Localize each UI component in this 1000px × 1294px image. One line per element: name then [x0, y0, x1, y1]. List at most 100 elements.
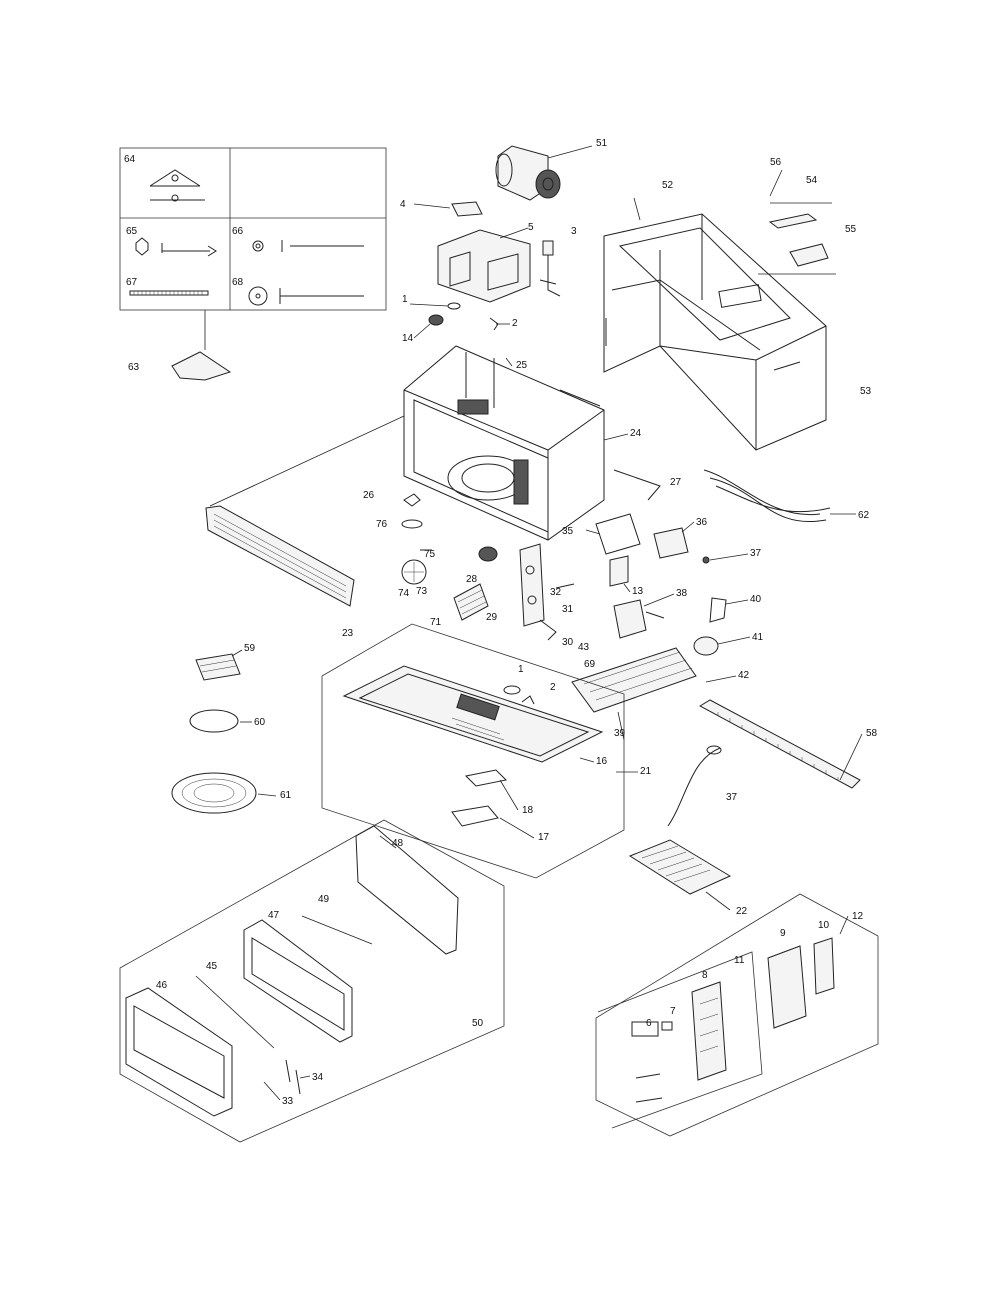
front-grille — [205, 415, 405, 607]
part-22 — [628, 839, 732, 895]
callout-73: 73 — [416, 586, 428, 597]
part-1 — [447, 302, 461, 310]
part-14 — [428, 314, 444, 326]
leader-lines — [231, 303, 863, 1101]
callout-11: 11 — [734, 955, 745, 966]
bracket-assembly — [437, 227, 531, 303]
callout-58: 58 — [866, 728, 878, 739]
callout-53: 53 — [860, 386, 872, 397]
callout-1b: 1 — [518, 664, 524, 675]
callout-7: 7 — [670, 1006, 676, 1017]
callout-9: 9 — [780, 928, 786, 939]
callout-29: 29 — [486, 612, 498, 623]
callout-18: 18 — [522, 805, 534, 816]
callout-37b: 37 — [726, 792, 738, 803]
callout-63: 63 — [128, 362, 140, 373]
part-35 — [595, 513, 641, 555]
callout-23: 23 — [342, 628, 354, 639]
part-74 — [401, 559, 427, 585]
callout-74: 74 — [398, 588, 410, 599]
callout-27: 27 — [670, 477, 682, 488]
callout-2: 2 — [512, 318, 518, 329]
callout-26: 26 — [363, 490, 375, 501]
callout-2b: 2 — [550, 682, 556, 693]
callout-71: 71 — [430, 617, 442, 628]
callout-64: 64 — [124, 154, 136, 165]
part-27 — [613, 469, 661, 501]
callout-16: 16 — [596, 756, 608, 767]
callout-43: 43 — [578, 642, 590, 653]
callout-40: 40 — [750, 594, 762, 605]
callout-66: 66 — [232, 226, 244, 237]
callout-5: 5 — [528, 222, 534, 233]
callout-1: 1 — [402, 294, 408, 305]
bottom-tray-group — [321, 623, 625, 879]
callout-61: 61 — [280, 790, 292, 801]
callout-59: 59 — [244, 643, 256, 654]
callout-65: 65 — [126, 226, 138, 237]
base-plate — [571, 647, 697, 741]
callout-47: 47 — [268, 910, 280, 921]
part-58 — [698, 699, 861, 789]
callout-34: 34 — [312, 1072, 324, 1083]
turntable-61 — [171, 772, 257, 814]
callout-46: 46 — [156, 980, 168, 991]
callout-39: 39 — [614, 728, 626, 739]
callout-4: 4 — [400, 199, 406, 210]
callout-28: 28 — [466, 574, 478, 585]
callout-12: 12 — [852, 911, 864, 922]
callout-25: 25 — [516, 360, 528, 371]
latch-assembly — [519, 543, 575, 641]
callout-55: 55 — [845, 224, 857, 235]
callout-6: 6 — [646, 1018, 652, 1029]
grease-filter-59 — [195, 653, 241, 681]
part-4 — [451, 201, 483, 217]
callout-8: 8 — [702, 970, 708, 981]
part-3 — [542, 240, 554, 256]
callout-52: 52 — [662, 180, 674, 191]
callout-10: 10 — [818, 920, 830, 931]
callout-51: 51 — [596, 138, 608, 149]
part-71 — [453, 583, 489, 621]
callout-36: 36 — [696, 517, 708, 528]
accessory-kit-panel — [119, 147, 387, 311]
callout-62: 62 — [858, 510, 870, 521]
callout-3: 3 — [571, 226, 577, 237]
part-40 — [709, 597, 727, 623]
power-cord-37 — [667, 747, 721, 827]
capacitor-41 — [693, 636, 719, 656]
wire-harness-62 — [703, 469, 831, 522]
callout-37: 37 — [750, 548, 762, 559]
part-36 — [653, 527, 689, 559]
callout-42: 42 — [738, 670, 750, 681]
roller-ring-60 — [189, 709, 239, 733]
part-28 — [478, 546, 498, 562]
fan-motor — [495, 145, 593, 201]
callout-24: 24 — [630, 428, 642, 439]
callout-48: 48 — [392, 838, 404, 849]
kit-bag — [171, 351, 232, 381]
door-assembly — [119, 819, 505, 1143]
callout-76: 76 — [376, 519, 388, 530]
callout-49: 49 — [318, 894, 330, 905]
callout-50: 50 — [472, 1018, 484, 1029]
callout-14: 14 — [402, 333, 414, 344]
oven-cavity — [403, 345, 605, 541]
part-13 — [609, 555, 629, 587]
callout-32: 32 — [550, 587, 562, 598]
callout-21: 21 — [640, 766, 652, 777]
callout-22: 22 — [736, 906, 748, 917]
callout-75: 75 — [424, 549, 436, 560]
callout-54: 54 — [806, 175, 818, 186]
callout-68: 68 — [232, 277, 244, 288]
part-54 — [768, 213, 818, 229]
part-55 — [789, 243, 829, 267]
callout-17: 17 — [538, 832, 550, 843]
callout-31: 31 — [562, 604, 574, 615]
callout-labels: 64 65 66 67 68 63 51 4 5 3 1 2 14 52 56 … — [124, 138, 878, 1107]
callout-33: 33 — [282, 1096, 294, 1107]
transformer-38 — [613, 599, 647, 639]
callout-38: 38 — [676, 588, 688, 599]
part-76 — [401, 519, 423, 529]
